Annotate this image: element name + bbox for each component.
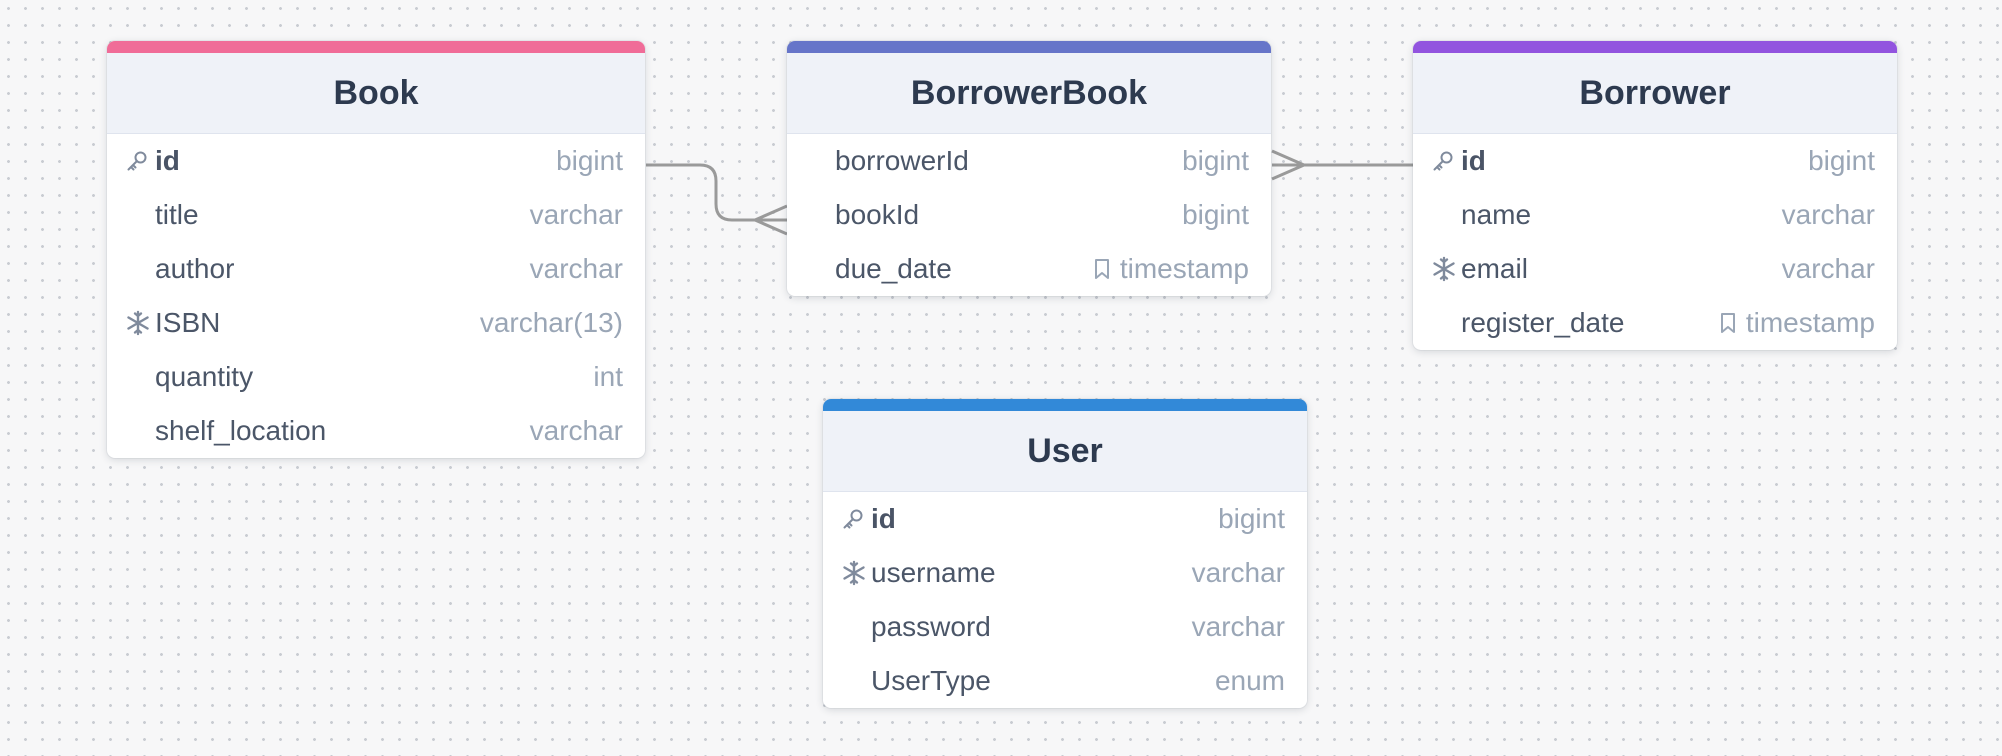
- table-title: Borrower: [1579, 73, 1731, 112]
- field-type: timestamp: [1745, 307, 1875, 338]
- crowfoot-book-borrowerbook: [754, 204, 788, 236]
- field-row-due-date[interactable]: due_date timestamp: [787, 242, 1271, 296]
- field-type: varchar: [529, 199, 623, 230]
- field-type: varchar: [1781, 199, 1875, 230]
- key-icon: [841, 504, 871, 534]
- table-title: Book: [333, 73, 419, 112]
- field-type: timestamp: [1119, 253, 1249, 284]
- table-accent-bar: [1413, 41, 1897, 53]
- table-header[interactable]: Book: [107, 53, 645, 134]
- connector-book-borrowerbook[interactable]: [646, 163, 787, 222]
- field-row-id[interactable]: id bigint: [1413, 134, 1897, 188]
- table-book[interactable]: Book id bigint title varchar author varc…: [107, 41, 645, 458]
- field-name: borrowerId: [835, 145, 969, 176]
- field-type: varchar: [1191, 557, 1285, 588]
- crowfoot-borrower-borrowerbook: [1271, 149, 1305, 181]
- field-row-title[interactable]: title varchar: [107, 188, 645, 242]
- table-title: User: [1027, 431, 1103, 470]
- field-name: ISBN: [155, 307, 221, 338]
- field-row-author[interactable]: author varchar: [107, 242, 645, 296]
- field-type: bigint: [1808, 145, 1875, 176]
- field-name: id: [871, 503, 896, 534]
- field-row-id[interactable]: id bigint: [107, 134, 645, 188]
- field-type: bigint: [1182, 199, 1249, 230]
- field-type: varchar: [529, 415, 623, 446]
- field-type: bigint: [1218, 503, 1285, 534]
- field-type: varchar(13): [479, 307, 623, 338]
- table-user[interactable]: User id bigint username varchar password…: [823, 399, 1307, 708]
- field-row-name[interactable]: name varchar: [1413, 188, 1897, 242]
- field-name: quantity: [155, 361, 254, 392]
- table-accent-bar: [107, 41, 645, 53]
- field-name: id: [155, 145, 180, 176]
- field-row-quantity[interactable]: quantity int: [107, 350, 645, 404]
- field-row-email[interactable]: email varchar: [1413, 242, 1897, 296]
- key-icon: [1431, 146, 1461, 176]
- field-row-password[interactable]: password varchar: [823, 600, 1307, 654]
- field-type: bigint: [556, 145, 623, 176]
- field-name: UserType: [871, 665, 991, 696]
- field-name: register_date: [1461, 307, 1625, 338]
- table-title: BorrowerBook: [910, 73, 1148, 112]
- field-name: username: [871, 557, 996, 588]
- field-type: varchar: [529, 253, 623, 284]
- bookmark-icon: [1092, 258, 1112, 280]
- bookmark-icon: [1718, 312, 1738, 334]
- field-row-username[interactable]: username varchar: [823, 546, 1307, 600]
- table-header[interactable]: BorrowerBook: [787, 53, 1271, 134]
- table-borrower[interactable]: Borrower id bigint name varchar email va…: [1413, 41, 1897, 350]
- table-header[interactable]: Borrower: [1413, 53, 1897, 134]
- field-type: bigint: [1182, 145, 1249, 176]
- field-name: shelf_location: [155, 415, 327, 446]
- field-name: password: [871, 611, 991, 642]
- field-row-bookid[interactable]: bookId bigint: [787, 188, 1271, 242]
- table-accent-bar: [823, 399, 1307, 411]
- field-row-borrowerid[interactable]: borrowerId bigint: [787, 134, 1271, 188]
- field-row-register-date[interactable]: register_date timestamp: [1413, 296, 1897, 350]
- unique-icon: [125, 308, 155, 338]
- field-type: int: [593, 361, 623, 392]
- field-row-shelf-location[interactable]: shelf_location varchar: [107, 404, 645, 458]
- field-name: author: [155, 253, 235, 284]
- field-name: due_date: [835, 253, 952, 284]
- field-row-usertype[interactable]: UserType enum: [823, 654, 1307, 708]
- table-header[interactable]: User: [823, 411, 1307, 492]
- unique-icon: [1431, 254, 1461, 284]
- table-accent-bar: [787, 41, 1271, 53]
- field-name: name: [1461, 199, 1532, 230]
- field-name: email: [1461, 253, 1528, 284]
- field-type: varchar: [1781, 253, 1875, 284]
- field-row-isbn[interactable]: ISBN varchar(13): [107, 296, 645, 350]
- field-row-id[interactable]: id bigint: [823, 492, 1307, 546]
- field-name: bookId: [835, 199, 920, 230]
- table-borrowerbook[interactable]: BorrowerBook borrowerId bigint bookId bi…: [787, 41, 1271, 296]
- field-name: title: [155, 199, 199, 230]
- unique-icon: [841, 558, 871, 588]
- field-type: varchar: [1191, 611, 1285, 642]
- key-icon: [125, 146, 155, 176]
- field-name: id: [1461, 145, 1486, 176]
- field-type: enum: [1214, 665, 1285, 696]
